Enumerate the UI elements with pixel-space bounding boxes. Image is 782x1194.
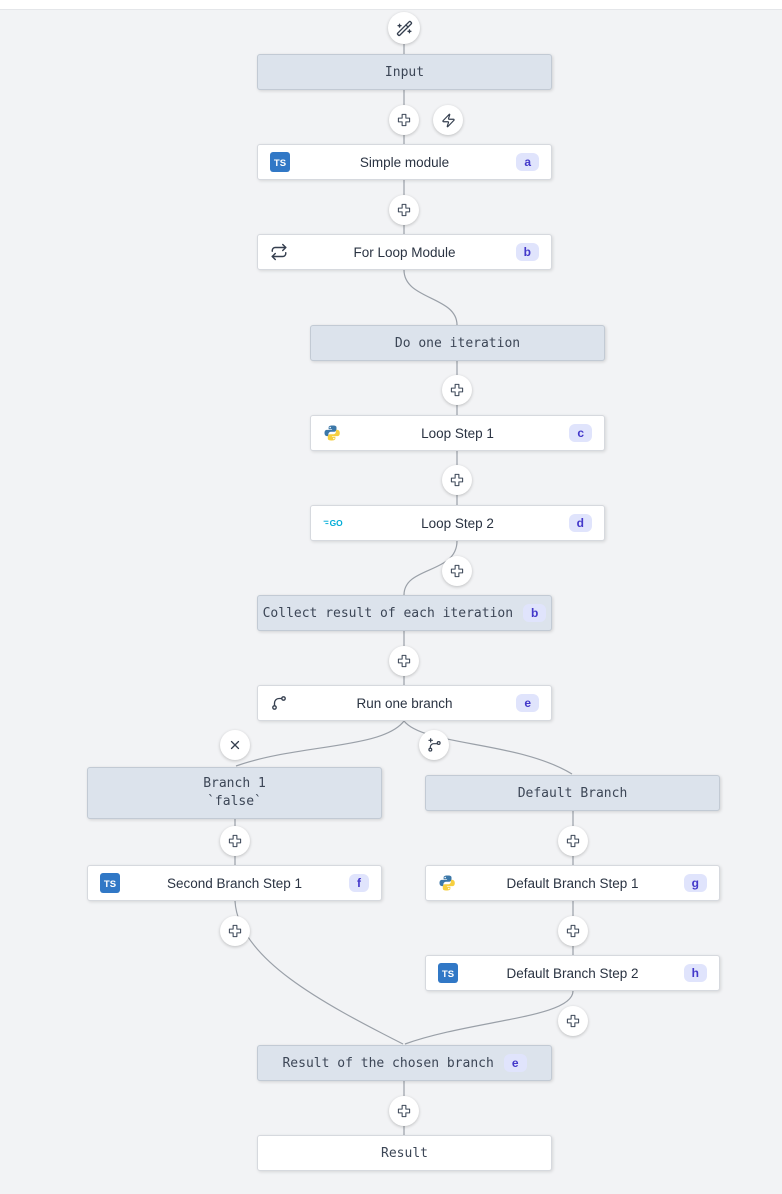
wand-sparkles-icon — [396, 20, 413, 37]
default-branch-label: Default Branch — [517, 785, 628, 801]
svg-text:GO: GO — [330, 518, 344, 528]
plus-icon — [450, 383, 464, 397]
step-label: Run one branch — [356, 695, 453, 711]
plus-icon — [228, 834, 242, 848]
lightning-icon — [441, 113, 456, 128]
add-step-button[interactable] — [220, 826, 250, 856]
branch-1-header-node[interactable]: Branch 1 `false` — [87, 767, 382, 819]
plus-icon — [397, 654, 411, 668]
typescript-icon: TS — [270, 152, 290, 172]
typescript-icon: TS — [438, 963, 458, 983]
golang-icon: GO — [323, 515, 347, 531]
add-step-button[interactable] — [389, 1096, 419, 1126]
step-id-badge: b — [523, 604, 547, 622]
add-step-button[interactable] — [389, 105, 419, 135]
typescript-icon: TS — [100, 873, 120, 893]
iteration-node-label: Do one iteration — [394, 335, 521, 351]
step-loop-step-1[interactable]: Loop Step 1 c — [310, 415, 605, 451]
branch-1-label: Branch 1 — [203, 776, 266, 791]
add-step-button[interactable] — [442, 556, 472, 586]
plus-icon — [397, 1104, 411, 1118]
flow-result-node[interactable]: Result — [257, 1135, 552, 1171]
step-id-badge: g — [683, 874, 707, 892]
step-id-badge: h — [683, 964, 707, 982]
step-simple-module[interactable]: TS Simple module a — [257, 144, 552, 180]
flow-input-node[interactable]: Input — [257, 54, 552, 90]
step-label: For Loop Module — [353, 244, 456, 260]
result-node-label: Result — [381, 1145, 428, 1161]
step-id-badge: d — [568, 514, 592, 532]
branch-1-condition: `false` — [207, 794, 262, 809]
step-id-badge: e — [516, 694, 539, 712]
collect-result-label: Collect result of each iteration — [262, 605, 514, 621]
step-label: Simple module — [359, 154, 450, 170]
step-id-badge: a — [516, 153, 539, 171]
step-label: Loop Step 1 — [421, 425, 494, 441]
step-id-badge: c — [569, 424, 592, 442]
step-loop-step-2[interactable]: GO Loop Step 2 d — [310, 505, 605, 541]
step-id-badge: e — [503, 1054, 527, 1072]
step-label: Loop Step 2 — [421, 515, 494, 531]
add-branch-button[interactable] — [419, 730, 449, 760]
step-default-branch-step-1[interactable]: Default Branch Step 1 g — [425, 865, 720, 901]
top-toolbar-edge — [0, 0, 782, 10]
input-node-label: Input — [384, 64, 425, 80]
branch-result-label: Result of the chosen branch — [282, 1055, 494, 1071]
repeat-loop-icon — [270, 243, 294, 261]
step-label: Default Branch Step 1 — [506, 875, 639, 891]
step-label: Default Branch Step 2 — [506, 965, 639, 981]
plus-icon — [566, 1014, 580, 1028]
branch-plus-icon — [426, 737, 442, 753]
add-step-button[interactable] — [220, 916, 250, 946]
remove-branch-button[interactable] — [220, 730, 250, 760]
x-icon — [228, 738, 242, 752]
python-icon — [438, 874, 462, 892]
python-icon — [323, 424, 347, 442]
plus-icon — [450, 564, 464, 578]
step-id-badge: b — [515, 243, 539, 261]
plus-icon — [450, 473, 464, 487]
step-second-branch-step-1[interactable]: TS Second Branch Step 1 f — [87, 865, 382, 901]
step-id-badge: f — [349, 874, 369, 892]
step-run-one-branch[interactable]: Run one branch e — [257, 685, 552, 721]
add-step-button[interactable] — [389, 646, 419, 676]
step-default-branch-step-2[interactable]: TS Default Branch Step 2 h — [425, 955, 720, 991]
step-for-loop-module[interactable]: For Loop Module b — [257, 234, 552, 270]
step-label: Second Branch Step 1 — [166, 875, 303, 891]
plus-icon — [397, 203, 411, 217]
add-step-button[interactable] — [558, 916, 588, 946]
plus-icon — [397, 113, 411, 127]
ai-flow-builder-button[interactable] — [388, 12, 420, 44]
plus-icon — [566, 834, 580, 848]
branch-one-icon — [270, 694, 294, 712]
plus-icon — [566, 924, 580, 938]
add-step-button[interactable] — [389, 195, 419, 225]
plus-icon — [228, 924, 242, 938]
default-branch-header-node[interactable]: Default Branch — [425, 775, 720, 811]
loop-iteration-node[interactable]: Do one iteration — [310, 325, 605, 361]
add-step-button[interactable] — [442, 465, 472, 495]
loop-collect-result-node[interactable]: Collect result of each iteration b — [257, 595, 552, 631]
add-step-button[interactable] — [558, 826, 588, 856]
add-step-button[interactable] — [558, 1006, 588, 1036]
add-trigger-button[interactable] — [433, 105, 463, 135]
branch-result-node[interactable]: Result of the chosen branch e — [257, 1045, 552, 1081]
add-step-button[interactable] — [442, 375, 472, 405]
